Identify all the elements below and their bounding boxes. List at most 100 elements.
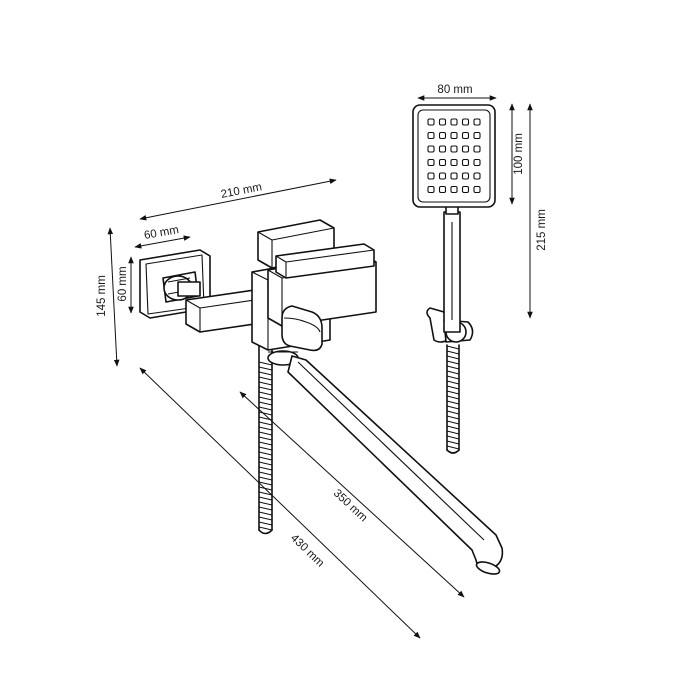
hose-braid-stroke	[258, 376, 273, 381]
nozzle-hole	[473, 131, 481, 140]
hose-braid-stroke	[258, 476, 273, 481]
hose-braid-stroke	[258, 511, 273, 516]
nozzle-hole	[438, 158, 447, 167]
shower-hose	[446, 344, 460, 454]
hose-braid-stroke	[446, 360, 460, 365]
dimension-lines	[107, 95, 533, 639]
nozzle-hole	[438, 118, 447, 126]
shower-nozzle-holes	[427, 118, 481, 194]
hose-braid-stroke	[258, 421, 273, 426]
hose-braid-stroke	[258, 456, 273, 461]
dim-flange-height: 60 mm	[117, 266, 129, 301]
hose-braid-stroke	[446, 430, 460, 435]
nozzle-hole	[438, 185, 447, 194]
dim-showerhead-height: 100 mm	[513, 133, 525, 175]
hose-braid-stroke	[446, 440, 460, 445]
nozzle-hole	[450, 172, 458, 180]
eccentric-connector	[162, 271, 201, 303]
hose-braid-stroke	[446, 420, 460, 425]
hose-braid-stroke	[258, 451, 273, 456]
hose-braid-stroke	[258, 381, 273, 386]
nozzle-hole	[427, 185, 435, 194]
nozzle-hole	[450, 131, 458, 140]
nozzle-hole	[461, 172, 470, 180]
nozzle-hole	[461, 145, 470, 153]
hose-braid-stroke	[446, 435, 460, 440]
hose-braid-stroke	[258, 506, 273, 511]
hose-braid-stroke	[446, 425, 460, 430]
nozzle-hole	[473, 185, 481, 194]
hose-braid-stroke	[258, 401, 273, 406]
hose-braid-stroke	[446, 355, 460, 360]
nozzle-hole	[427, 172, 435, 180]
nozzle-hole	[427, 131, 435, 140]
nozzle-hole	[438, 145, 447, 153]
dim-shower-total-height: 215 mm	[536, 209, 548, 251]
hose-braid-stroke	[258, 441, 273, 446]
nozzle-hole	[450, 185, 458, 194]
shower-head	[412, 104, 496, 208]
hose-braid-stroke	[258, 386, 273, 391]
nozzle-hole	[427, 145, 435, 153]
nozzle-hole	[461, 185, 470, 194]
hose-braid-stroke	[258, 371, 273, 376]
hose-braid-stroke	[446, 445, 460, 450]
hose-braid-stroke	[258, 461, 273, 466]
nozzle-hole	[427, 118, 435, 126]
hose-braid-stroke	[258, 396, 273, 401]
hose-braid-stroke	[258, 361, 273, 366]
hose-braid-stroke	[258, 436, 273, 441]
hand-shower	[412, 104, 496, 454]
hose-braid-stroke	[446, 370, 460, 375]
dim-mixer-height: 145 mm	[96, 275, 108, 317]
long-spout	[287, 355, 504, 575]
nozzle-hole	[461, 158, 470, 167]
hose-braid-stroke	[446, 375, 460, 380]
dim-showerhead-width: 80 mm	[437, 84, 472, 96]
nozzle-hole	[450, 118, 458, 126]
dim-body-width: 210 mm	[220, 181, 263, 201]
hose-braid-stroke	[258, 411, 273, 416]
hose-braid-stroke	[258, 466, 273, 471]
nozzle-hole	[473, 158, 481, 167]
hose-braid-stroke	[258, 496, 273, 501]
hose-braid-stroke	[258, 501, 273, 506]
hose-braid-stroke	[258, 366, 273, 371]
diverter-knob	[281, 305, 323, 352]
hose-braid-stroke	[446, 395, 460, 400]
mixer-lever	[257, 219, 375, 279]
nozzle-hole	[450, 158, 458, 167]
hose-braid-stroke	[446, 345, 460, 350]
nozzle-hole	[473, 172, 481, 180]
hose-braid-stroke	[258, 471, 273, 476]
nozzle-hole	[427, 158, 435, 167]
hose-braid-stroke	[446, 350, 460, 355]
hose-braid-stroke	[446, 380, 460, 385]
nozzle-hole	[450, 145, 458, 153]
hose-braid-stroke	[258, 431, 273, 436]
hose-braid-stroke	[446, 365, 460, 370]
hose-braid-stroke	[258, 521, 273, 526]
shower-handle	[443, 203, 461, 333]
dim-flange-width: 60 mm	[143, 224, 180, 242]
hose-braid-stroke	[446, 390, 460, 395]
dim-total-length: 430 mm	[288, 532, 326, 569]
nozzle-hole	[473, 118, 481, 126]
hose-braid-stroke	[258, 426, 273, 431]
hose-braid-stroke	[258, 446, 273, 451]
hose-braid-stroke	[258, 526, 273, 531]
hose-braid-stroke	[258, 516, 273, 521]
hose-braid-stroke	[446, 400, 460, 405]
nozzle-hole	[461, 118, 470, 126]
hose-braid-stroke	[446, 385, 460, 390]
hose-braid-stroke	[446, 405, 460, 410]
nozzle-hole	[461, 131, 470, 140]
hose-braid-stroke	[446, 415, 460, 420]
hose-braid-stroke	[258, 406, 273, 411]
nozzle-hole	[473, 145, 481, 153]
nozzle-hole	[438, 172, 447, 180]
mixer-hose	[258, 344, 273, 535]
hose-braid-stroke	[258, 391, 273, 396]
hose-braid-stroke	[446, 410, 460, 415]
